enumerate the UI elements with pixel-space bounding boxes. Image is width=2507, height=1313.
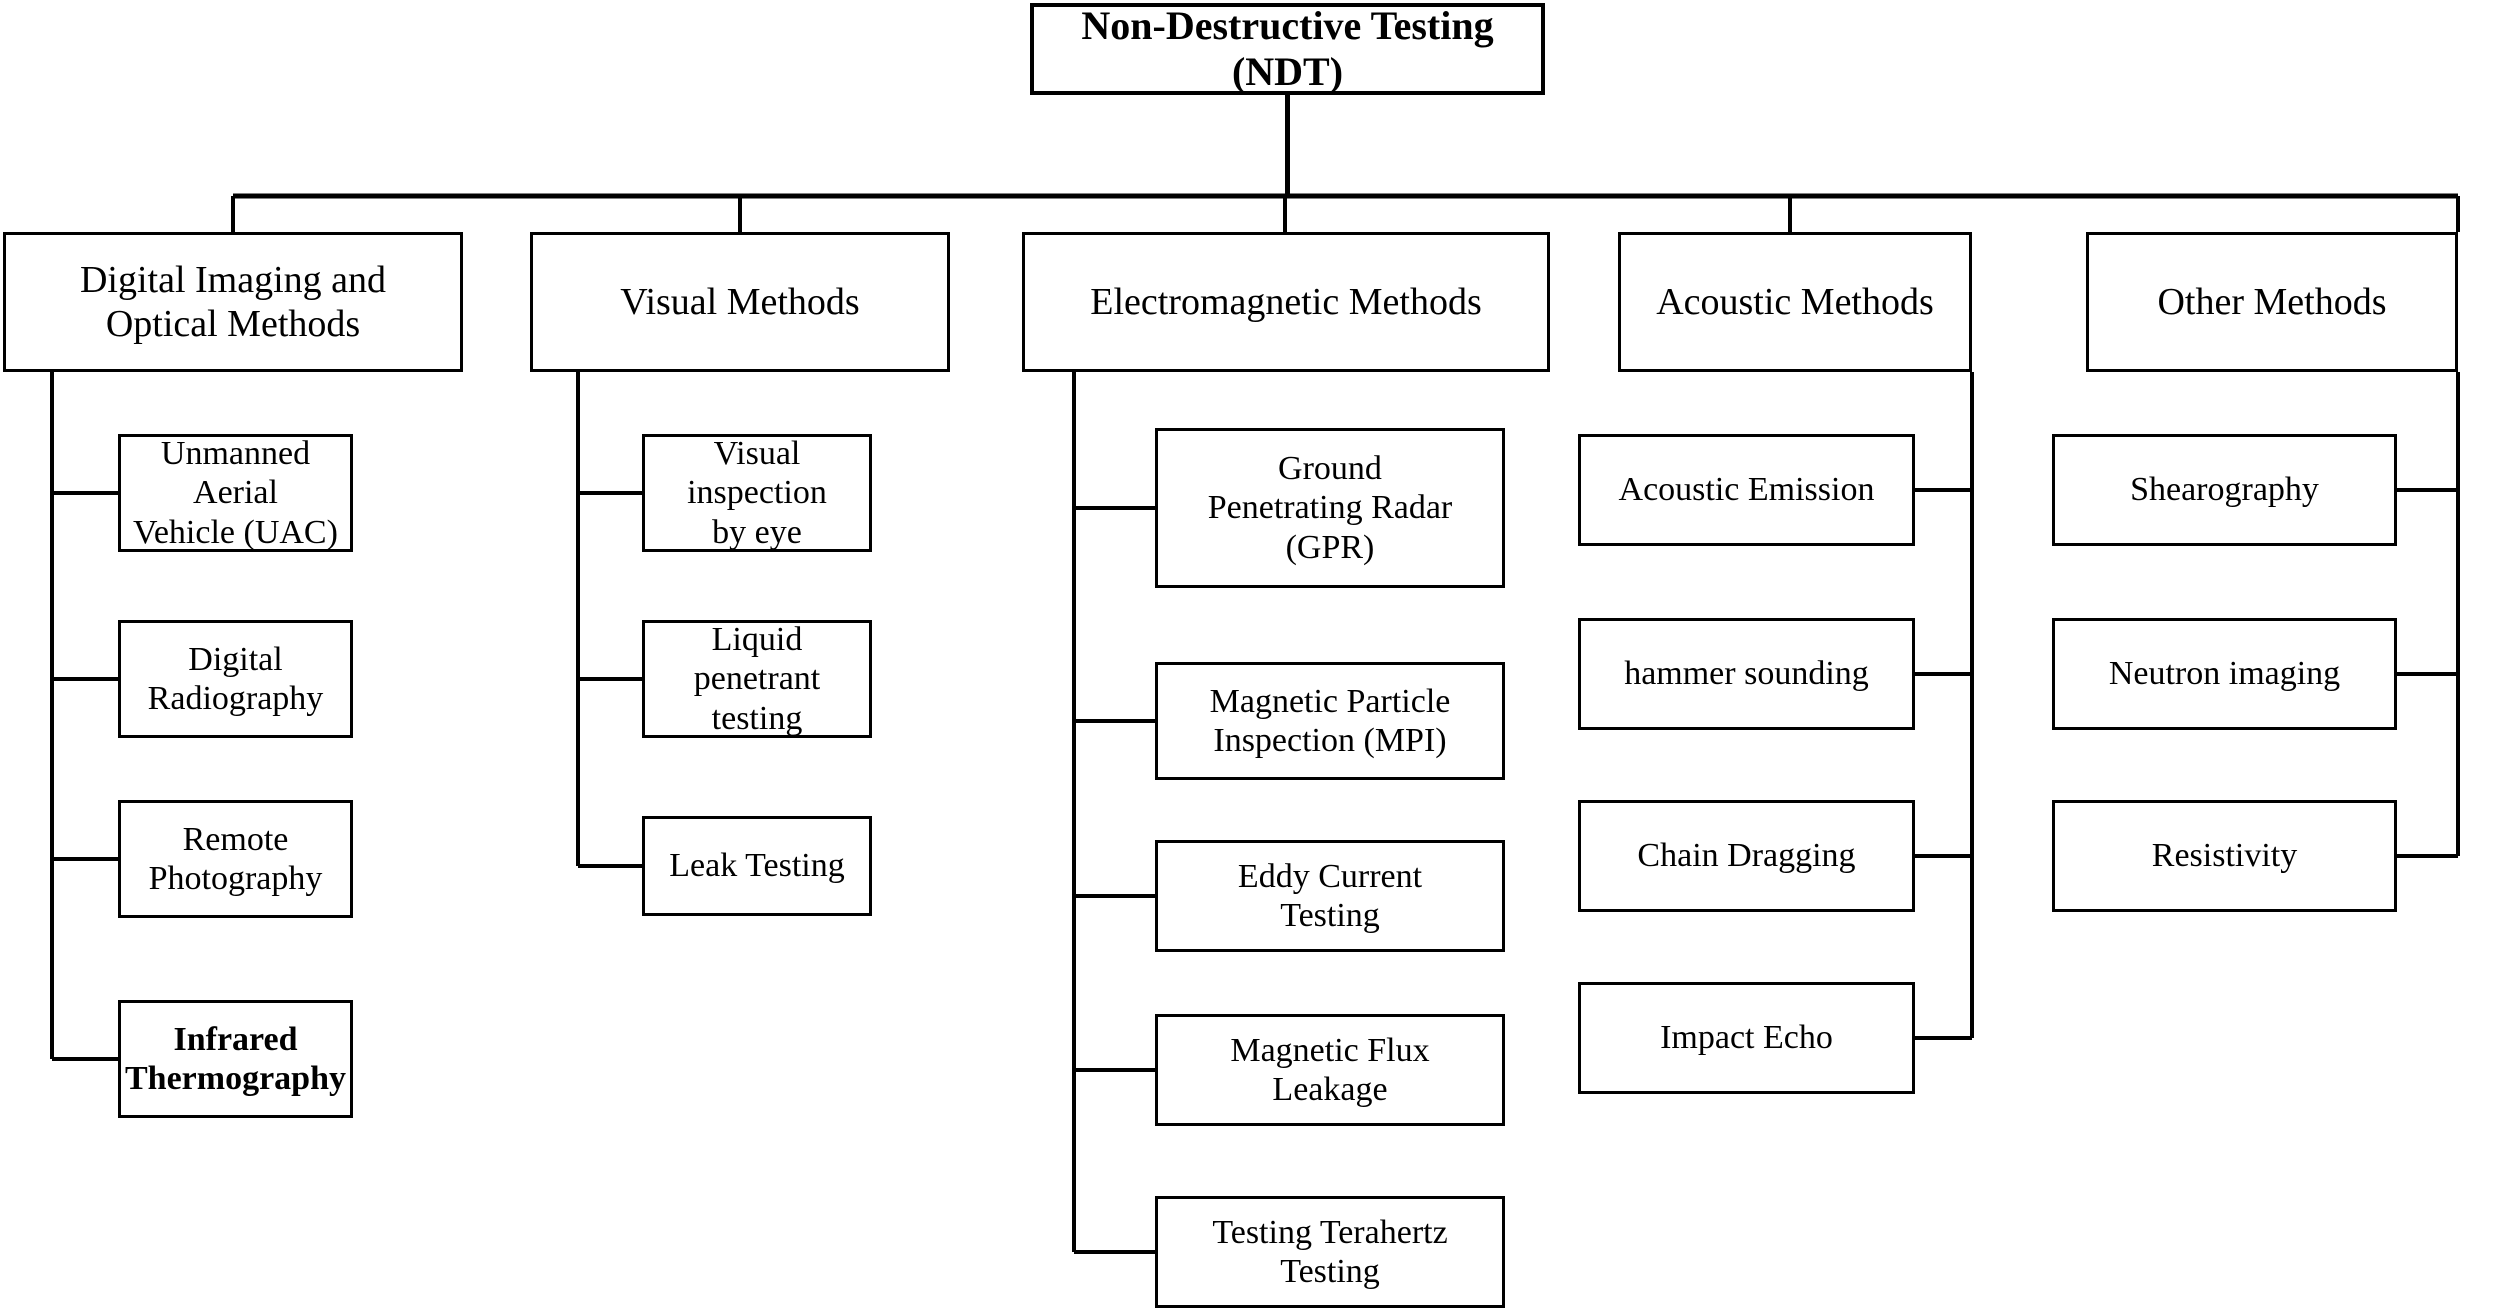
category-node-digital-imaging-and-optical-methods[interactable]: Digital Imaging and Optical Methods [3,232,463,372]
category-node-other-methods[interactable]: Other Methods [2086,232,2458,372]
leaf-node-eddy-current-testing[interactable]: Eddy Current Testing [1155,840,1505,952]
root-node-non-destructive-testing: Non-Destructive Testing (NDT) [1030,3,1545,95]
leaf-node-shearography[interactable]: Shearography [2052,434,2397,546]
leaf-node-unmanned-aerial-vehicle-uac[interactable]: Unmanned Aerial Vehicle (UAC) [118,434,353,552]
leaf-node-ground-penetrating-radar-gpr[interactable]: Ground Penetrating Radar (GPR) [1155,428,1505,588]
leaf-node-neutron-imaging[interactable]: Neutron imaging [2052,618,2397,730]
leaf-node-leak-testing[interactable]: Leak Testing [642,816,872,916]
leaf-node-liquid-penetrant-testing[interactable]: Liquid penetrant testing [642,620,872,738]
leaf-node-infrared-thermography[interactable]: Infrared Thermography [118,1000,353,1118]
leaf-node-acoustic-emission[interactable]: Acoustic Emission [1578,434,1915,546]
leaf-node-chain-dragging[interactable]: Chain Dragging [1578,800,1915,912]
leaf-node-hammer-sounding[interactable]: hammer sounding [1578,618,1915,730]
category-node-visual-methods[interactable]: Visual Methods [530,232,950,372]
leaf-node-remote-photography[interactable]: Remote Photography [118,800,353,918]
leaf-node-visual-inspection-by-eye[interactable]: Visual inspection by eye [642,434,872,552]
leaf-node-digital-radiography[interactable]: Digital Radiography [118,620,353,738]
leaf-node-magnetic-particle-inspection-mpi[interactable]: Magnetic Particle Inspection (MPI) [1155,662,1505,780]
category-node-electromagnetic-methods[interactable]: Electromagnetic Methods [1022,232,1550,372]
leaf-node-testing-terahertz-testing[interactable]: Testing Terahertz Testing [1155,1196,1505,1308]
leaf-node-impact-echo[interactable]: Impact Echo [1578,982,1915,1094]
category-node-acoustic-methods[interactable]: Acoustic Methods [1618,232,1972,372]
leaf-node-magnetic-flux-leakage[interactable]: Magnetic Flux Leakage [1155,1014,1505,1126]
leaf-node-resistivity[interactable]: Resistivity [2052,800,2397,912]
